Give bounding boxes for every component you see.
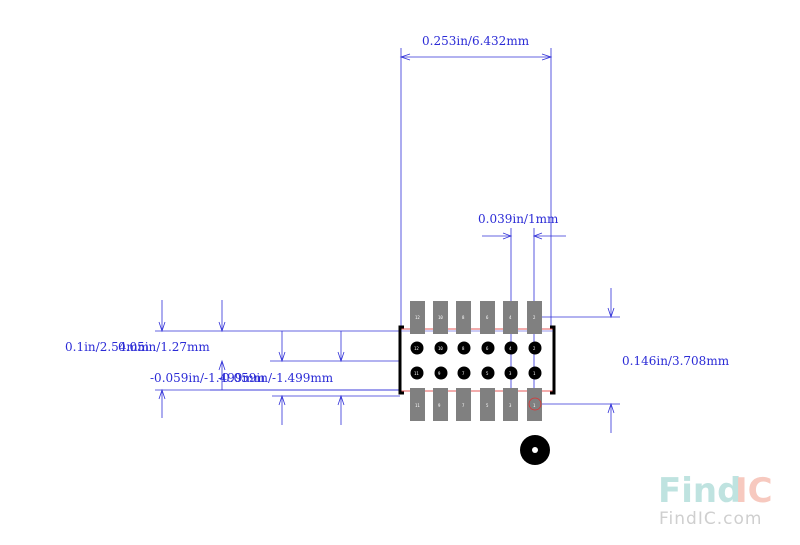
hole-label: 12 <box>414 346 419 351</box>
pad-row-top: 12 10 8 6 4 2 <box>410 301 542 334</box>
dim-left-c-label: -0.059in/-1.499mm <box>150 371 266 385</box>
pin1-marker-icon <box>528 397 542 411</box>
dim-top-width <box>399 48 553 328</box>
hole-label: 10 <box>438 346 443 351</box>
pad-label: 5 <box>486 403 489 408</box>
pad-label: 3 <box>509 403 512 408</box>
pad-label: 4 <box>509 315 512 320</box>
pad-label: 9 <box>438 403 441 408</box>
hole-label: 4 <box>509 346 512 351</box>
origin-marker-icon <box>520 435 550 465</box>
hole-label: 3 <box>509 371 512 376</box>
dim-right-height-label: 0.146in/3.708mm <box>622 354 730 368</box>
hole-row-bottom: 11 9 7 5 3 1 <box>410 366 542 380</box>
dim-left-a-label: 0.1in/2.54mm <box>65 340 150 354</box>
dim-right-height <box>534 288 620 433</box>
hole-label: 8 <box>462 346 465 351</box>
pad-row-bottom: 11 9 7 5 3 1 <box>410 388 542 421</box>
pad-label: 6 <box>486 315 489 320</box>
dim-top-width-label: 0.253in/6.432mm <box>422 34 530 48</box>
hole-label: 11 <box>414 371 419 376</box>
watermark-site: FindIC.com <box>659 509 762 529</box>
watermark-brand-a: Find <box>658 471 741 511</box>
pad-label: 1 <box>533 403 536 408</box>
hole-label: 6 <box>486 346 489 351</box>
hole-label: 7 <box>462 371 465 376</box>
dim-left-group <box>155 300 400 425</box>
pad-label: 11 <box>415 403 420 408</box>
pad-label: 8 <box>462 315 465 320</box>
hole-label: 9 <box>438 371 441 376</box>
hole-label: 5 <box>486 371 489 376</box>
pad-label: 7 <box>462 403 465 408</box>
pad-label: 12 <box>415 315 420 320</box>
hole-label: 2 <box>533 346 536 351</box>
component-body <box>398 325 556 395</box>
hole-label: 1 <box>533 371 536 376</box>
dim-pitch-label: 0.039in/1mm <box>478 212 559 226</box>
dim-left-d-label: -0.059in/-1.499mm <box>218 371 334 385</box>
watermark-brand-b: IC <box>735 471 773 511</box>
dim-left-b-label: 0.05in/1.27mm <box>118 340 210 354</box>
pad-label: 10 <box>438 315 443 320</box>
watermark-logo: Find IC FindIC.com <box>658 471 773 529</box>
pad-label: 2 <box>533 315 536 320</box>
hole-row-top: 12 10 8 6 4 2 <box>410 341 542 355</box>
